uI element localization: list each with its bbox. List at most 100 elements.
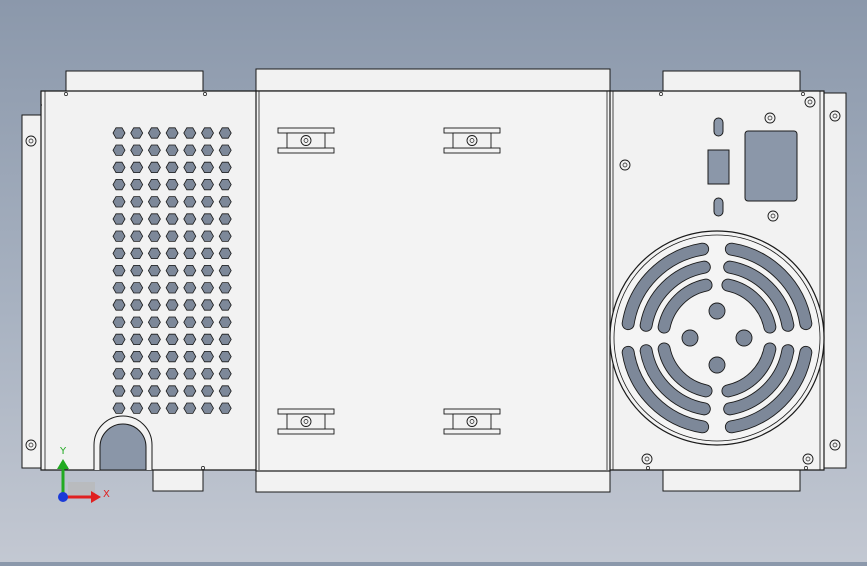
fan-slot — [621, 345, 710, 434]
vent-hole — [183, 385, 197, 397]
vent-hole — [130, 402, 144, 414]
vent-hole — [147, 178, 161, 191]
fan-slot — [721, 342, 777, 398]
vent-hole — [218, 333, 232, 346]
vent-hole — [147, 316, 161, 328]
connector-area — [707, 117, 798, 217]
vent-hole — [201, 196, 214, 208]
vent-hole — [218, 196, 232, 208]
vent-hole — [183, 247, 197, 260]
vent-hole — [147, 213, 161, 225]
vent-hole — [112, 299, 126, 311]
mount-bracket — [443, 127, 501, 154]
screw-hole — [804, 96, 816, 108]
slot-lower — [713, 197, 724, 217]
screw-hole — [764, 112, 776, 124]
vent-hole — [112, 333, 126, 346]
fan-slot — [723, 344, 795, 416]
mount-bracket — [277, 408, 335, 435]
mount-bracket — [277, 127, 335, 154]
edge-pin — [659, 92, 663, 96]
center-panel — [255, 90, 611, 472]
left-mounting-ear — [21, 114, 43, 469]
vent-hole — [183, 178, 197, 191]
vent-hole — [130, 144, 144, 156]
vent-hole — [130, 178, 144, 191]
vent-hole — [165, 385, 179, 397]
vent-hole — [218, 247, 232, 260]
screw-hole — [829, 439, 841, 451]
vent-hole — [201, 299, 214, 311]
vent-hole — [183, 402, 197, 414]
vent-hole — [165, 161, 179, 174]
vent-hole — [130, 333, 144, 346]
mount-bracket — [443, 408, 501, 435]
vent-hole — [183, 144, 197, 156]
vent-hole — [165, 316, 179, 328]
fan-hub-hole — [708, 356, 726, 374]
bottom-flange-right — [662, 468, 801, 492]
fan-slot — [723, 260, 795, 332]
vent-hole — [183, 196, 197, 208]
vent-hole — [130, 264, 144, 277]
top-flange-right — [662, 70, 801, 94]
screw-hole — [25, 439, 37, 451]
vent-hole — [130, 161, 144, 174]
vent-hole — [183, 127, 197, 139]
vent-hole — [201, 333, 214, 346]
x-axis-label: X — [103, 489, 110, 500]
vent-hole — [130, 247, 144, 260]
vent-hole — [165, 230, 179, 242]
vent-hole — [130, 282, 144, 294]
vent-hole — [112, 213, 126, 225]
vent-hole — [165, 196, 179, 208]
vent-hole — [165, 247, 179, 260]
vent-hole — [183, 213, 197, 225]
fan-slot — [721, 278, 777, 334]
vent-hole — [165, 402, 179, 414]
vent-hole — [112, 350, 126, 363]
top-flange-left — [65, 70, 204, 94]
vent-hole — [201, 385, 214, 397]
vent-hole — [201, 350, 214, 363]
vent-hole — [112, 264, 126, 277]
vent-hole — [165, 282, 179, 294]
vent-hole — [183, 368, 197, 380]
vent-hole — [112, 127, 126, 139]
vent-hole — [112, 161, 126, 174]
vent-hole — [165, 333, 179, 346]
vent-hole — [218, 144, 232, 156]
fan-slot — [657, 278, 713, 334]
edge-pin — [64, 92, 68, 96]
vent-hole — [130, 127, 144, 139]
edge-pin — [646, 466, 650, 470]
vent-hole — [183, 333, 197, 346]
z-axis-origin — [58, 492, 68, 502]
y-axis-label: Y — [59, 446, 67, 457]
vent-hole — [147, 230, 161, 242]
vent-hole — [165, 264, 179, 277]
vent-hole — [112, 282, 126, 294]
screw-hole — [25, 135, 37, 147]
vent-hole — [112, 144, 126, 156]
vent-hole — [147, 264, 161, 277]
vent-hole — [201, 144, 214, 156]
vent-hole — [183, 299, 197, 311]
vent-hole — [218, 350, 232, 363]
vent-hole — [201, 178, 214, 191]
vent-hole — [218, 264, 232, 277]
fan-slot — [724, 242, 813, 331]
vent-hole — [130, 368, 144, 380]
vent-hole — [165, 127, 179, 139]
vent-hole — [147, 299, 161, 311]
vent-hole — [201, 316, 214, 328]
vent-hole — [130, 196, 144, 208]
vent-hole — [147, 196, 161, 208]
vent-hole — [130, 213, 144, 225]
vent-hole — [183, 350, 197, 363]
vent-hole — [218, 127, 232, 139]
screw-hole — [829, 110, 841, 122]
vent-hole — [147, 127, 161, 139]
vent-hole — [201, 230, 214, 242]
